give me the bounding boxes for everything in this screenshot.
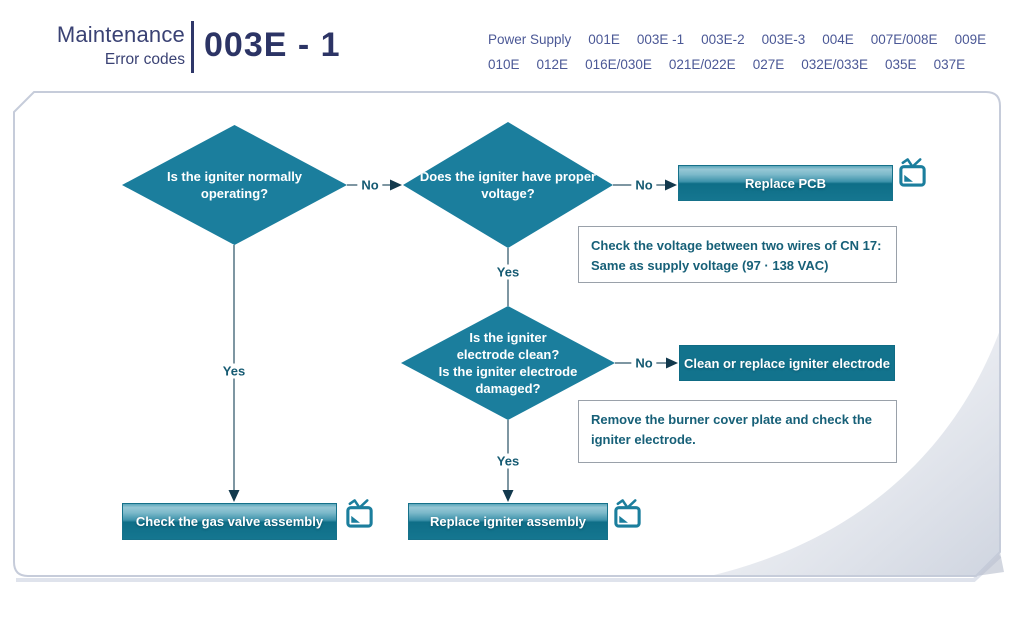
nav-item-003e-1[interactable]: 003E -1 — [636, 32, 685, 47]
tv-antenna — [901, 158, 922, 168]
header-divider — [191, 21, 194, 73]
video-link-icon[interactable] — [344, 497, 375, 530]
nav-item-003e-3[interactable]: 003E-3 — [761, 32, 806, 47]
page-header: Maintenance Error codes — [30, 22, 185, 69]
nav-item-007e-008e[interactable]: 007E/008E — [870, 32, 938, 47]
branch-label-yes: Yes — [492, 264, 524, 280]
decision-text-line: damaged? — [475, 381, 541, 397]
arrowhead-into-clean — [666, 357, 678, 369]
arrowhead-into-d2 — [390, 179, 402, 191]
note-check-voltage-cn17: Check the voltage between two wires of C… — [578, 226, 897, 283]
branch-label-yes: Yes — [492, 453, 524, 469]
card-shadow — [16, 554, 1002, 582]
arrowhead-into-igniter — [502, 490, 514, 502]
video-link-icon[interactable] — [612, 497, 643, 530]
decision-text-line: Is the igniter — [469, 329, 547, 345]
error-code-nav-row-2: 010E 012E 016E/030E 021E/022E 027E 032E/… — [488, 57, 965, 72]
action-clean-replace-electrode: Clean or replace igniter electrode — [679, 345, 895, 381]
branch-label-no: No — [631, 177, 657, 193]
action-label: Check the gas valve assembly — [135, 514, 324, 529]
nav-item-032e-033e[interactable]: 032E/033E — [801, 57, 869, 72]
nav-item-021e-022e[interactable]: 021E/022E — [668, 57, 736, 72]
action-label: Replace igniter assembly — [429, 514, 587, 529]
note-text-line: Same as supply voltage (97 · 138 VAC) — [591, 257, 829, 273]
tv-antenna — [616, 499, 637, 509]
arrowhead-into-pcb — [665, 179, 677, 191]
note-remove-burner-cover: Remove the burner cover plate and check … — [578, 400, 897, 463]
nav-item-010e[interactable]: 010E — [488, 57, 520, 72]
action-label: Replace PCB — [745, 175, 826, 191]
note-text-line: Check the voltage between two wires of C… — [591, 238, 882, 253]
decision-text-line: electrode clean? — [456, 346, 560, 362]
nav-item-003e-2[interactable]: 003E-2 — [701, 32, 745, 47]
decision-text-line: Is the igniter electrode — [438, 364, 578, 379]
tv-screen-wedge — [904, 174, 913, 182]
note-text-line: igniter electrode. — [591, 431, 696, 447]
branch-label-no: No — [357, 177, 383, 193]
nav-item-001e[interactable]: 001E — [588, 32, 620, 47]
action-replace-igniter-assembly: Replace igniter assembly — [408, 503, 608, 540]
nav-item-037e[interactable]: 037E — [933, 57, 966, 72]
note-text-line: Remove the burner cover plate and check … — [591, 412, 873, 427]
video-link-icon[interactable] — [897, 156, 928, 189]
error-code-nav-row-1: Power Supply 001E 003E -1 003E-2 003E-3 … — [488, 32, 986, 47]
tv-screen-wedge — [351, 515, 360, 523]
action-replace-pcb: Replace PCB — [678, 165, 893, 201]
tv-screen-wedge — [619, 515, 628, 523]
branch-label-yes: Yes — [218, 363, 250, 379]
error-code-title: 003E - 1 — [204, 26, 341, 64]
action-check-gas-valve: Check the gas valve assembly — [122, 503, 337, 540]
header-subsection-title: Error codes — [104, 51, 185, 68]
nav-item-power-supply[interactable]: Power Supply — [488, 32, 572, 47]
decision-igniter-operating: Is the igniter normally operating? — [122, 125, 347, 245]
decision-text-line: voltage? — [481, 186, 535, 201]
card-corner-fold — [976, 552, 1004, 576]
branch-label-no: No — [631, 355, 657, 371]
nav-item-016e-030e[interactable]: 016E/030E — [585, 57, 652, 72]
arrowhead-into-gasvalve — [228, 490, 240, 502]
decision-text-line: Is the igniter normally — [166, 168, 303, 184]
action-label: Clean or replace igniter electrode — [684, 355, 890, 371]
nav-item-035e[interactable]: 035E — [885, 57, 917, 72]
nav-item-027e[interactable]: 027E — [752, 57, 785, 72]
decision-text-line: operating? — [200, 186, 269, 201]
header-section-title: Maintenance — [56, 22, 185, 47]
nav-item-012e[interactable]: 012E — [536, 57, 569, 72]
decision-text-line: Does the igniter have proper — [419, 168, 597, 184]
nav-item-004e[interactable]: 004E — [822, 32, 854, 47]
tv-antenna — [348, 499, 369, 509]
nav-item-009e[interactable]: 009E — [954, 32, 987, 47]
